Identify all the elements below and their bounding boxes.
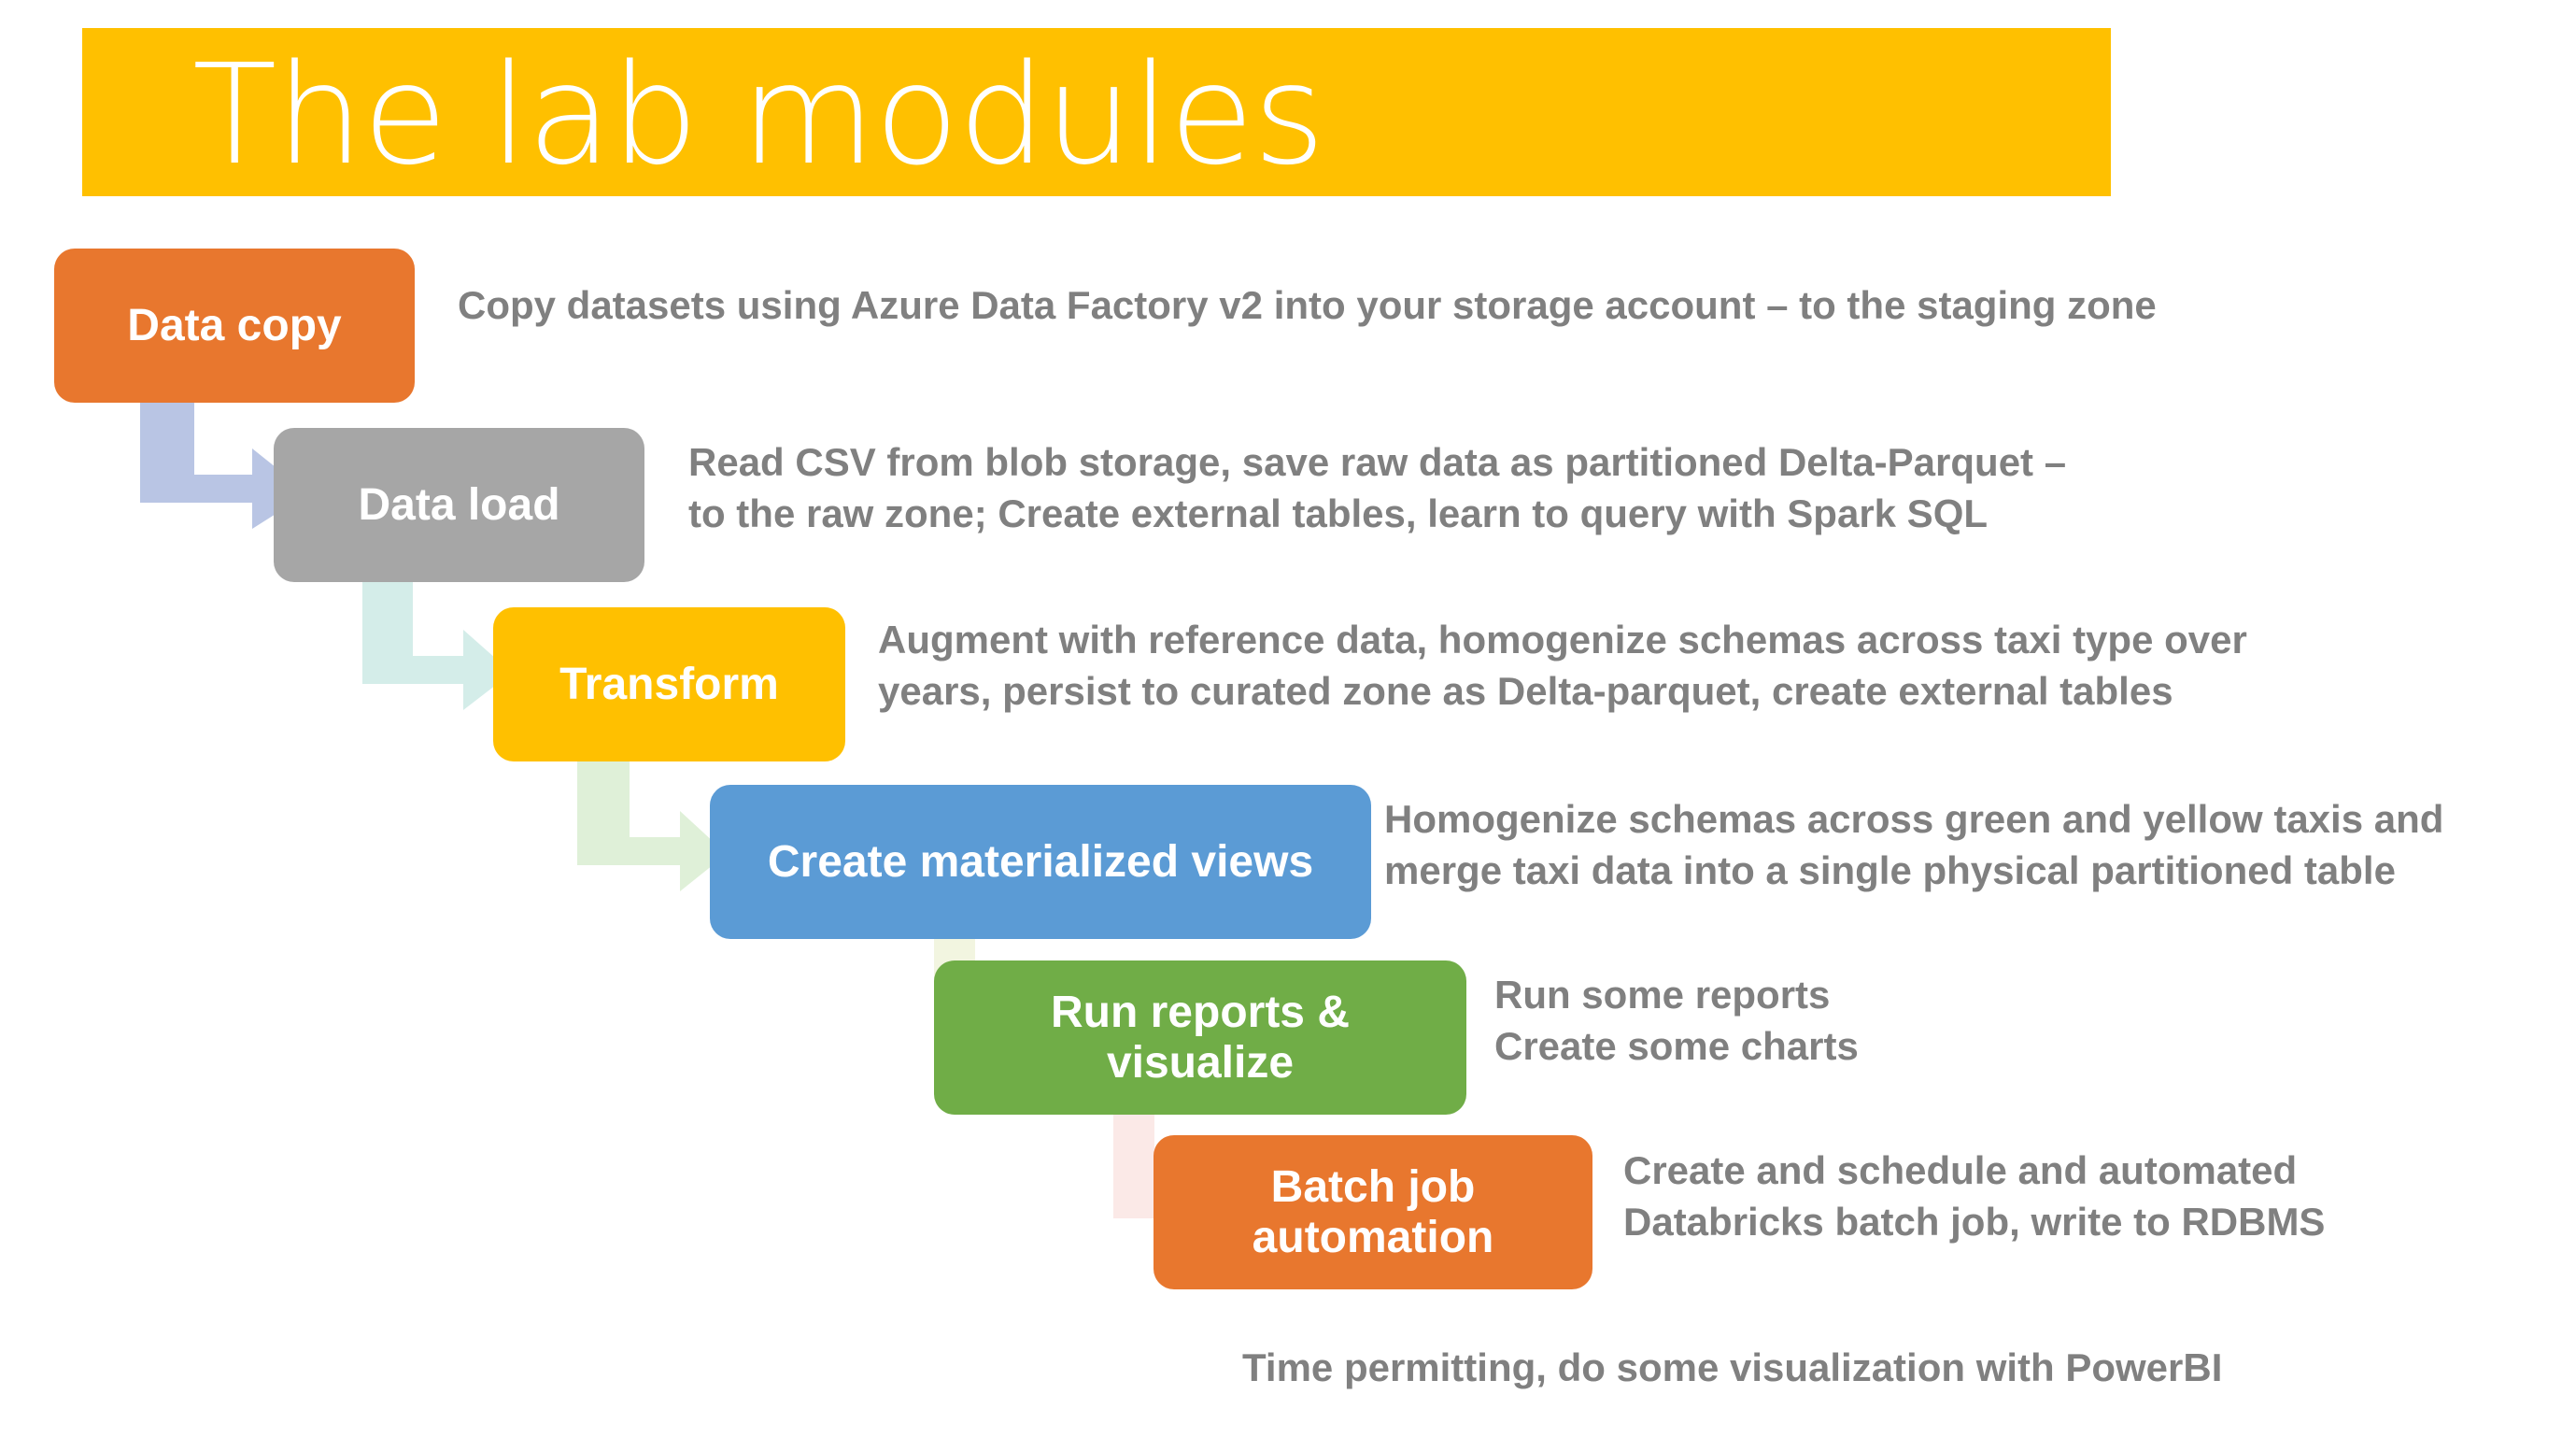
stage-box-data-load[interactable]: Data load [274,428,644,582]
stage-label-batch-job-automation: Batch job automation [1252,1161,1494,1262]
stage-label-create-materialized-views: Create materialized views [767,836,1314,887]
connector-arrow-2 [362,576,512,714]
description-create-materialized-views: Homogenize schemas across green and yell… [1384,797,2444,892]
stage-box-data-copy[interactable]: Data copy [54,249,415,403]
stage-box-run-reports-visualize[interactable]: Run reports & visualize [934,960,1466,1115]
stage-box-batch-job-automation[interactable]: Batch job automation [1154,1135,1592,1289]
stage-label-run-reports-visualize: Run reports & visualize [1050,987,1350,1088]
stage-label-data-load: Data load [358,479,560,530]
description-run-reports-visualize: Run some reports Create some charts [1494,973,1859,1068]
description-data-load: Read CSV from blob storage, save raw dat… [688,440,2067,535]
description-transform: Augment with reference data, homogenize … [878,618,2247,713]
stage-label-transform: Transform [559,659,779,709]
connector-arrow-3 [577,757,727,895]
stage-label-data-copy: Data copy [127,300,342,350]
stage-box-transform[interactable]: Transform [493,607,845,761]
page-title: The lab modules [192,35,1325,195]
connector-arrow-1 [140,391,308,529]
title-banner: The lab modules [82,28,2111,196]
description-batch-job-automation: Create and schedule and automated Databr… [1623,1148,2326,1244]
description-data-copy: Copy datasets using Azure Data Factory v… [458,283,2157,327]
footnote-text: Time permitting, do some visualization w… [1242,1345,2223,1389]
stage-box-create-materialized-views[interactable]: Create materialized views [710,785,1371,939]
